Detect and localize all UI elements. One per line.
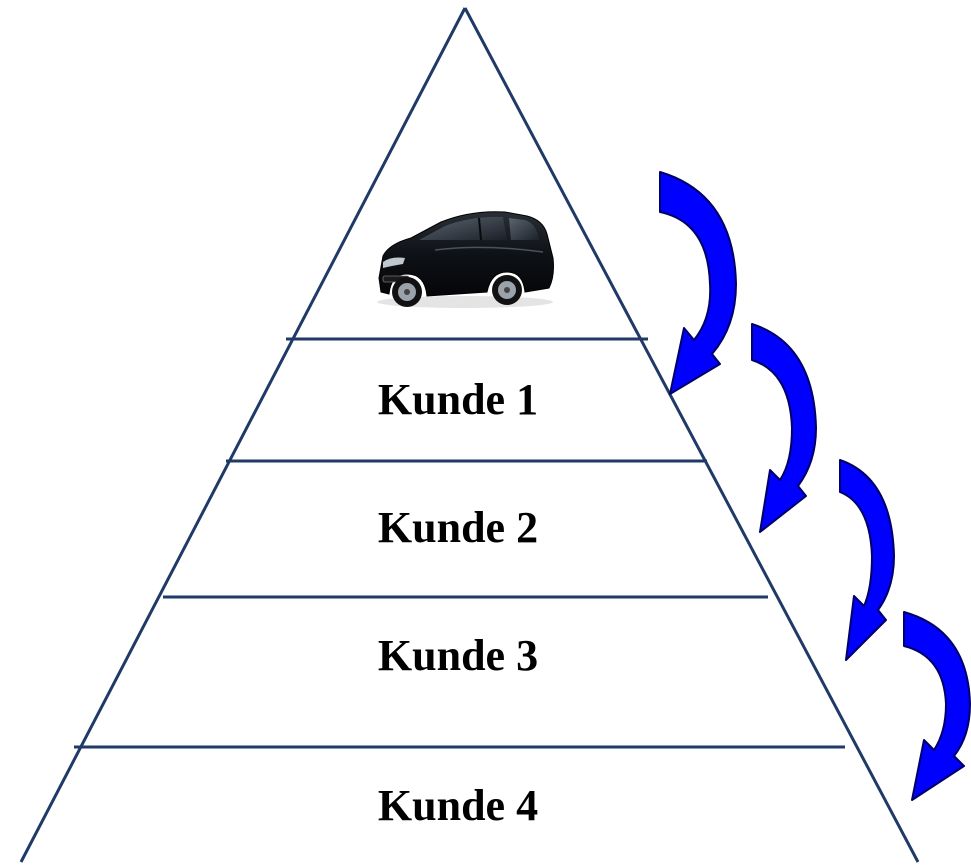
tier-label-1: Kunde 1 [378, 375, 538, 424]
tier-label-4: Kunde 4 [378, 781, 538, 830]
curved-arrow-4-icon [903, 611, 971, 801]
curved-arrow-1-icon [659, 171, 737, 395]
car-image [377, 211, 554, 308]
flow-arrows [659, 171, 971, 801]
curved-arrow-2-icon [751, 323, 817, 533]
curved-arrow-3-icon [839, 459, 895, 661]
tier-label-2: Kunde 2 [378, 503, 538, 552]
tier-label-3: Kunde 3 [378, 631, 538, 680]
pyramid-outline [19, 7, 920, 863]
pyramid-left-edge [19, 7, 467, 863]
pyramid-right-edge [463, 7, 920, 863]
